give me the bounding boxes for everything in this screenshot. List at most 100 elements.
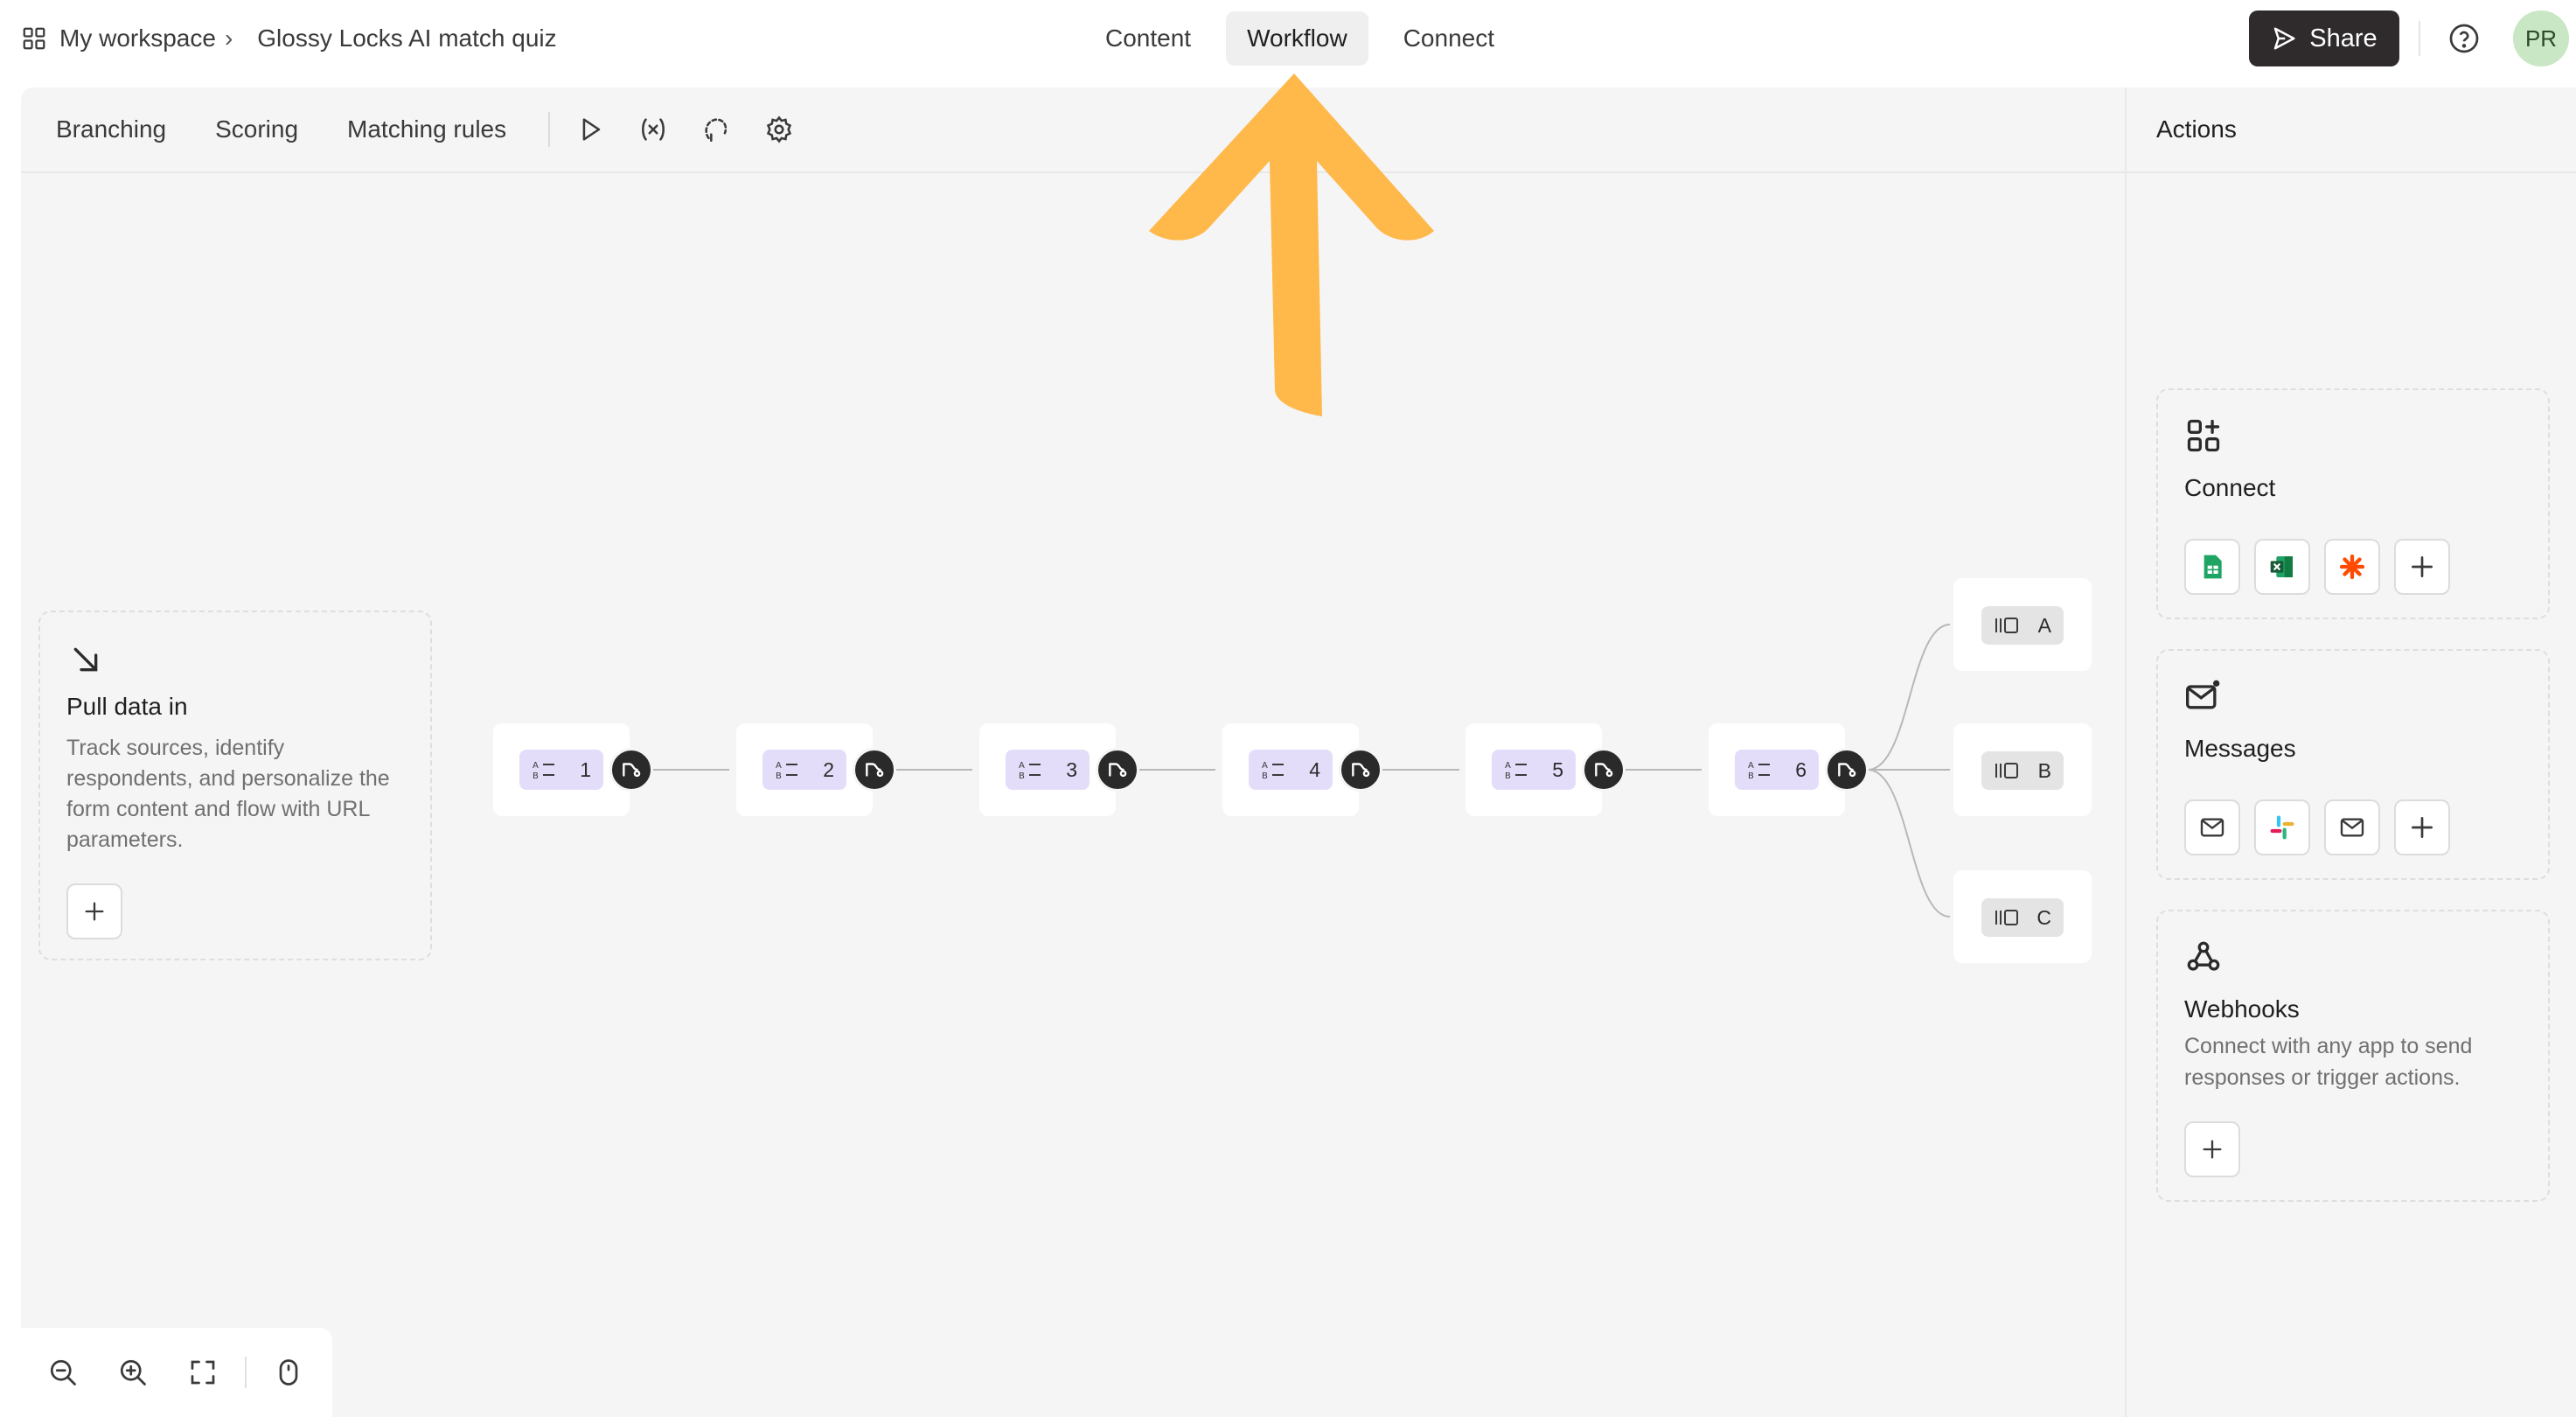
mail-notification-icon — [2186, 680, 2220, 709]
workspace-link[interactable]: My workspace — [59, 24, 216, 52]
ending-pill: B — [1981, 751, 2064, 790]
svg-text:A: A — [533, 761, 539, 771]
slack-button[interactable] — [2254, 799, 2310, 855]
multiple-choice-icon: AB — [776, 761, 797, 781]
zoom-in-icon[interactable] — [117, 1357, 149, 1388]
tab-branching[interactable]: Branching — [56, 115, 167, 143]
apps-add-icon — [2187, 419, 2220, 452]
svg-text:A: A — [1748, 761, 1754, 771]
help-icon[interactable] — [2448, 23, 2480, 54]
branch-icon[interactable] — [609, 748, 653, 792]
question-number: 5 — [1552, 757, 1563, 781]
multiple-choice-icon: AB — [1019, 761, 1041, 781]
mouse-icon[interactable] — [273, 1357, 304, 1388]
divider — [548, 112, 551, 147]
svg-text:B: B — [533, 771, 539, 781]
lasso-icon[interactable] — [700, 114, 732, 145]
zoom-out-icon[interactable] — [47, 1357, 79, 1388]
excel-button[interactable] — [2254, 539, 2310, 595]
branch-icon[interactable] — [853, 748, 896, 792]
workflow-toolbar: Branching Scoring Matching rules — [21, 87, 2125, 173]
email-icon — [2340, 818, 2364, 837]
ending-node[interactable]: C — [1953, 870, 2092, 963]
ending-node[interactable]: B — [1953, 723, 2092, 816]
multiple-choice-icon: AB — [1748, 761, 1770, 781]
variables-icon[interactable] — [637, 114, 669, 145]
settings-icon[interactable] — [763, 114, 795, 145]
svg-text:A: A — [1505, 761, 1511, 771]
email-button[interactable] — [2324, 799, 2380, 855]
pull-data-description: Track sources, identify respondents, and… — [66, 736, 390, 852]
branch-icon[interactable] — [1582, 748, 1626, 792]
tab-workflow[interactable]: Workflow — [1226, 11, 1368, 66]
annotation-arrow-icon — [1149, 73, 1434, 416]
connect-card: Connect — [2156, 388, 2550, 619]
ending-label: B — [2037, 758, 2051, 782]
tab-scoring[interactable]: Scoring — [215, 115, 299, 143]
add-connection-button[interactable] — [2394, 539, 2450, 595]
ending-icon — [1995, 910, 2018, 925]
email-button[interactable] — [2184, 799, 2240, 855]
actions-header: Actions — [2127, 87, 2576, 173]
grid-icon[interactable] — [21, 25, 47, 52]
multiple-choice-icon: AB — [1262, 761, 1284, 781]
svg-text:B: B — [1262, 771, 1268, 781]
share-button[interactable]: Share — [2249, 10, 2399, 66]
plus-icon — [2203, 1140, 2222, 1159]
excel-icon — [2270, 556, 2293, 577]
form-name[interactable]: Glossy Locks AI match quiz — [257, 24, 557, 52]
add-url-parameter-button[interactable] — [66, 883, 122, 939]
pull-data-card: Pull data in Track sources, identify res… — [38, 611, 432, 960]
plus-icon — [85, 902, 104, 921]
messages-card: Messages — [2156, 649, 2550, 880]
ending-node[interactable]: A — [1953, 578, 2092, 671]
tab-matching-rules[interactable]: Matching rules — [347, 115, 507, 143]
play-icon[interactable] — [574, 114, 606, 145]
branch-icon[interactable] — [1339, 748, 1382, 792]
webhooks-card: Webhooks Connect with any app to send re… — [2156, 910, 2550, 1202]
arrow-down-right-icon — [73, 647, 98, 672]
ending-label: A — [2037, 613, 2051, 637]
pull-data-title: Pull data in — [66, 693, 188, 720]
svg-text:B: B — [1019, 771, 1025, 781]
tab-content[interactable]: Content — [1105, 24, 1192, 52]
ending-icon — [1995, 618, 2018, 633]
ending-pill: A — [1981, 606, 2064, 645]
google-sheets-icon — [2204, 555, 2222, 579]
top-bar: My workspace › Glossy Locks AI match qui… — [0, 0, 2576, 77]
main-tabs: Content Workflow Connect — [1084, 10, 1515, 66]
send-icon — [2274, 27, 2295, 50]
svg-text:A: A — [1262, 761, 1268, 771]
tab-connect[interactable]: Connect — [1403, 24, 1494, 52]
share-label: Share — [2309, 24, 2378, 52]
workflow-canvas[interactable]: Branching Scoring Matching rules Pull da… — [21, 87, 2125, 1417]
google-sheets-button[interactable] — [2184, 539, 2240, 595]
ending-label: C — [2036, 905, 2051, 929]
question-number: 4 — [1309, 757, 1320, 781]
svg-text:B: B — [776, 771, 782, 781]
avatar[interactable]: PR — [2513, 10, 2569, 66]
add-message-button[interactable] — [2394, 799, 2450, 855]
ending-icon — [1995, 763, 2018, 778]
question-number: 2 — [823, 757, 834, 781]
actions-panel: Actions Connect Messages — [2125, 87, 2576, 1417]
zapier-button[interactable] — [2324, 539, 2380, 595]
webhook-icon — [2187, 941, 2220, 971]
divider — [245, 1357, 247, 1388]
branch-icon[interactable] — [1096, 748, 1139, 792]
fit-screen-icon[interactable] — [187, 1357, 219, 1388]
branch-icon[interactable] — [1825, 748, 1869, 792]
add-webhook-button[interactable] — [2184, 1121, 2240, 1177]
plus-icon — [2412, 556, 2433, 577]
messages-apps — [2184, 799, 2450, 855]
